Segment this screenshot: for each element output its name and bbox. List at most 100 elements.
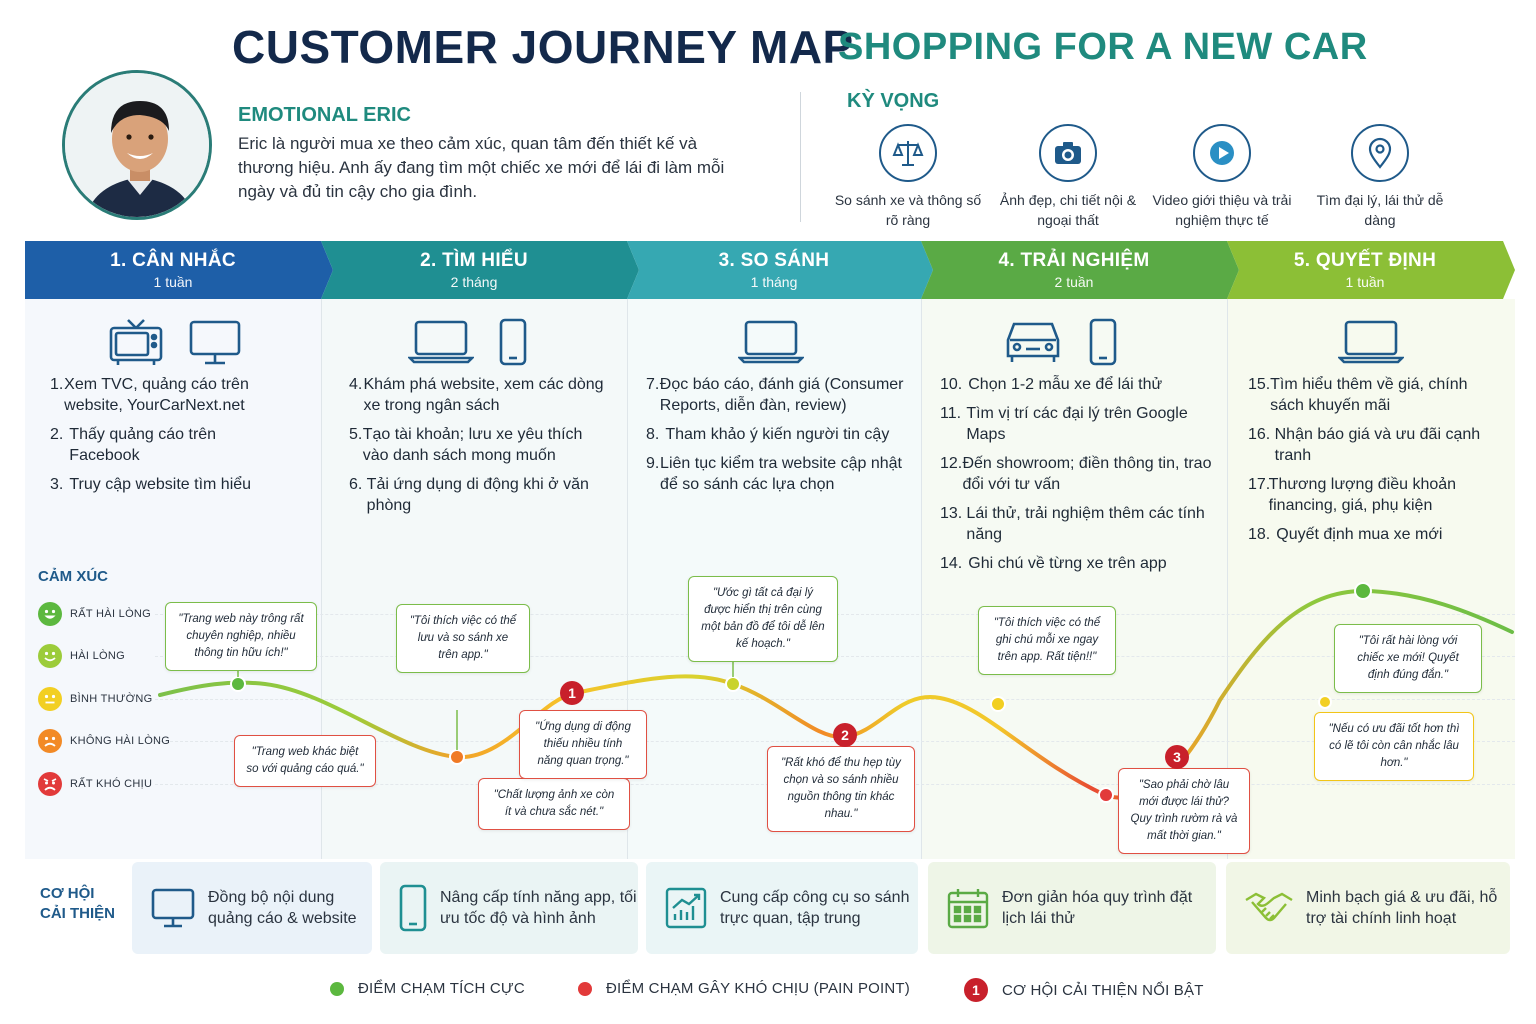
- stage-header-5: 5. QUYẾT ĐỊNH 1 tuần: [1227, 241, 1515, 299]
- scale-icon: [879, 124, 937, 182]
- emotion-quote: "Ứng dụng di động thiếu nhiều tính năng …: [519, 710, 647, 779]
- stage-duration: 2 tháng: [450, 274, 498, 290]
- stage-title: 1. CÂN NHẮC: [110, 250, 236, 271]
- expectation-item: So sánh xe và thông số rõ ràng: [828, 124, 988, 230]
- emotion-quote: "Ước gì tất cả đại lý được hiển thị trên…: [688, 576, 838, 662]
- stage-actions-2: 4.Khám phá website, xem các dòng xe tron…: [349, 374, 604, 524]
- action-item: 18.Quyết định mua xe mới: [1248, 526, 1443, 543]
- stage-devices: [1336, 318, 1406, 369]
- neutral-face-icon: [38, 687, 62, 711]
- stage-duration: 1 tuần: [1345, 274, 1385, 290]
- monitor-icon: [188, 318, 242, 371]
- camera-icon: [1039, 124, 1097, 182]
- persona-avatar: [62, 70, 212, 220]
- location-pin-icon: [1351, 124, 1409, 182]
- header-divider: [800, 92, 801, 222]
- chart-icon: [664, 883, 708, 933]
- handshake-icon: [1244, 883, 1294, 933]
- expectations-title: KỲ VỌNG: [847, 90, 940, 112]
- action-item: 6.Tải ứng dụng di động khi ở văn phòng: [349, 476, 589, 514]
- opportunity-card: Đơn giản hóa quy trình đặt lịch lái thử: [928, 862, 1216, 954]
- stage-title: 2. TÌM HIỂU: [420, 250, 528, 271]
- smartphone-icon: [498, 318, 528, 371]
- stage-devices: [406, 318, 528, 371]
- calendar-icon: [946, 883, 990, 933]
- emotion-level: BÌNH THƯỜNG: [38, 687, 152, 711]
- laptop-icon: [1336, 318, 1406, 369]
- opportunity-badge: 1: [560, 681, 584, 705]
- opportunity-card: Cung cấp công cụ so sánh trực quan, tập …: [646, 862, 918, 954]
- stage-title: 3. SO SÁNH: [718, 250, 830, 271]
- emotion-quote: "Trang web khác biệt so với quảng cáo qu…: [234, 735, 376, 787]
- emotion-quote: "Tôi rất hài lòng với chiếc xe mới! Quyế…: [1334, 624, 1482, 693]
- smartphone-icon: [398, 883, 428, 933]
- action-item: 9.Liên tục kiểm tra website cập nhật để …: [646, 455, 902, 493]
- expectation-item: Ảnh đẹp, chi tiết nội & ngoại thất: [988, 124, 1148, 230]
- stage-devices: [736, 318, 806, 369]
- stage-actions-1: 1.Xem TVC, quảng cáo trên website, YourC…: [50, 374, 290, 503]
- legend-label: CƠ HỘI CẢI THIỆN NỔI BẬT: [1002, 981, 1204, 999]
- car-icon: [1002, 318, 1064, 371]
- positive-dot-icon: [330, 981, 344, 996]
- emotion-quote: "Tôi thích việc có thể lưu và so sánh xe…: [396, 604, 530, 673]
- legend-pain: ĐIỂM CHẠM GÂY KHÓ CHỊU (PAIN POINT): [578, 980, 910, 997]
- action-item: 1.Xem TVC, quảng cáo trên website, YourC…: [50, 376, 249, 414]
- opportunity-text: Cung cấp công cụ so sánh trực quan, tập …: [720, 889, 910, 927]
- opportunity-badge: 3: [1165, 745, 1189, 769]
- stage-actions-3: 7.Đọc báo cáo, đánh giá (Consumer Report…: [646, 374, 914, 503]
- emotion-quote: "Nếu có ưu đãi tốt hơn thì có lẽ tôi còn…: [1314, 712, 1474, 781]
- action-item: 11.Tìm vị trí các đại lý trên Google Map…: [940, 405, 1188, 443]
- happy-face-icon: [38, 644, 62, 668]
- emotion-gridline: [155, 699, 1515, 700]
- emotion-level: HÀI LÒNG: [38, 644, 125, 668]
- tv-icon: [108, 318, 164, 371]
- legend-positive: ĐIỂM CHẠM TÍCH CỰC: [330, 980, 525, 997]
- opportunity-text: Đơn giản hóa quy trình đặt lịch lái thử: [1002, 889, 1193, 927]
- page-title: CUSTOMER JOURNEY MAP: [232, 21, 854, 73]
- stage-devices: [1002, 318, 1118, 371]
- stage-actions-5: 15.Tìm hiểu thêm về giá, chính sách khuy…: [1248, 374, 1503, 553]
- action-item: 13.Lái thử, trải nghiệm thêm các tính nă…: [940, 505, 1205, 543]
- legend-label: ĐIỂM CHẠM TÍCH CỰC: [358, 980, 525, 997]
- emotion-level-label: RẤT HÀI LÒNG: [70, 608, 152, 620]
- action-item: 5.Tạo tài khoản; lưu xe yêu thích vào da…: [349, 426, 583, 464]
- emotion-level-label: HÀI LÒNG: [70, 650, 125, 662]
- expectation-label: Ảnh đẹp, chi tiết nội & ngoại thất: [999, 192, 1137, 228]
- persona-name: EMOTIONAL ERIC: [238, 104, 411, 126]
- opportunity-card: Đồng bộ nội dung quảng cáo & website: [132, 862, 372, 954]
- emotion-level-label: RẤT KHÓ CHỊU: [70, 778, 153, 790]
- emotion-quote: "Tôi thích việc có thể ghi chú mỗi xe ng…: [978, 606, 1116, 675]
- legend-opportunity: 1 CƠ HỘI CẢI THIỆN NỔI BẬT: [964, 978, 1204, 1002]
- very-happy-face-icon: [38, 602, 62, 626]
- action-item: 2.Thấy quảng cáo trên Facebook: [50, 426, 217, 464]
- action-item: 16.Nhận báo giá và ưu đãi cạnh tranh: [1248, 426, 1481, 464]
- opportunity-card: Minh bạch giá & ưu đãi, hỗ trợ tài chính…: [1226, 862, 1510, 954]
- action-item: 12.Đến showroom; điền thông tin, trao đổ…: [940, 455, 1212, 493]
- laptop-icon: [406, 318, 476, 371]
- emotion-level-label: KHÔNG HÀI LÒNG: [70, 735, 171, 747]
- expectation-item: Video giới thiệu và trải nghiệm thực tế: [1142, 124, 1302, 230]
- column-divider: [921, 299, 922, 859]
- action-item: 7.Đọc báo cáo, đánh giá (Consumer Report…: [646, 376, 904, 414]
- stage-title: 5. QUYẾT ĐỊNH: [1293, 250, 1437, 271]
- opportunities-title: CƠ HỘI CẢI THIỆN: [40, 885, 115, 922]
- action-item: 4.Khám phá website, xem các dòng xe tron…: [349, 376, 604, 414]
- action-item: 10.Chọn 1-2 mẫu xe để lái thử: [940, 376, 1163, 393]
- column-divider: [1227, 299, 1228, 859]
- opportunity-card: Nâng cấp tính năng app, tối ưu tốc độ và…: [380, 862, 638, 954]
- stage-duration: 1 tuần: [153, 274, 193, 290]
- action-item: 17.Thương lượng điều khoản financing, gi…: [1248, 476, 1457, 514]
- action-item: 14.Ghi chú về từng xe trên app: [940, 555, 1167, 572]
- play-icon: [1193, 124, 1251, 182]
- opportunity-text: Đồng bộ nội dung quảng cáo & website: [208, 889, 357, 927]
- action-item: 8.Tham khảo ý kiến người tin cậy: [646, 426, 890, 443]
- emotion-level: RẤT KHÓ CHỊU: [38, 772, 152, 796]
- emotion-level-label: BÌNH THƯỜNG: [70, 693, 153, 705]
- stage-header-1: 1. CÂN NHẮC 1 tuần: [25, 241, 333, 299]
- pain-dot-icon: [578, 981, 592, 996]
- emotion-level: RẤT HÀI LÒNG: [38, 602, 151, 626]
- emotion-quote: "Sao phải chờ lâu mới được lái thử? Quy …: [1118, 768, 1250, 854]
- stage-duration: 2 tuần: [1054, 274, 1094, 290]
- action-item: 3.Truy cập website tìm hiểu: [50, 476, 252, 493]
- column-divider: [321, 299, 322, 859]
